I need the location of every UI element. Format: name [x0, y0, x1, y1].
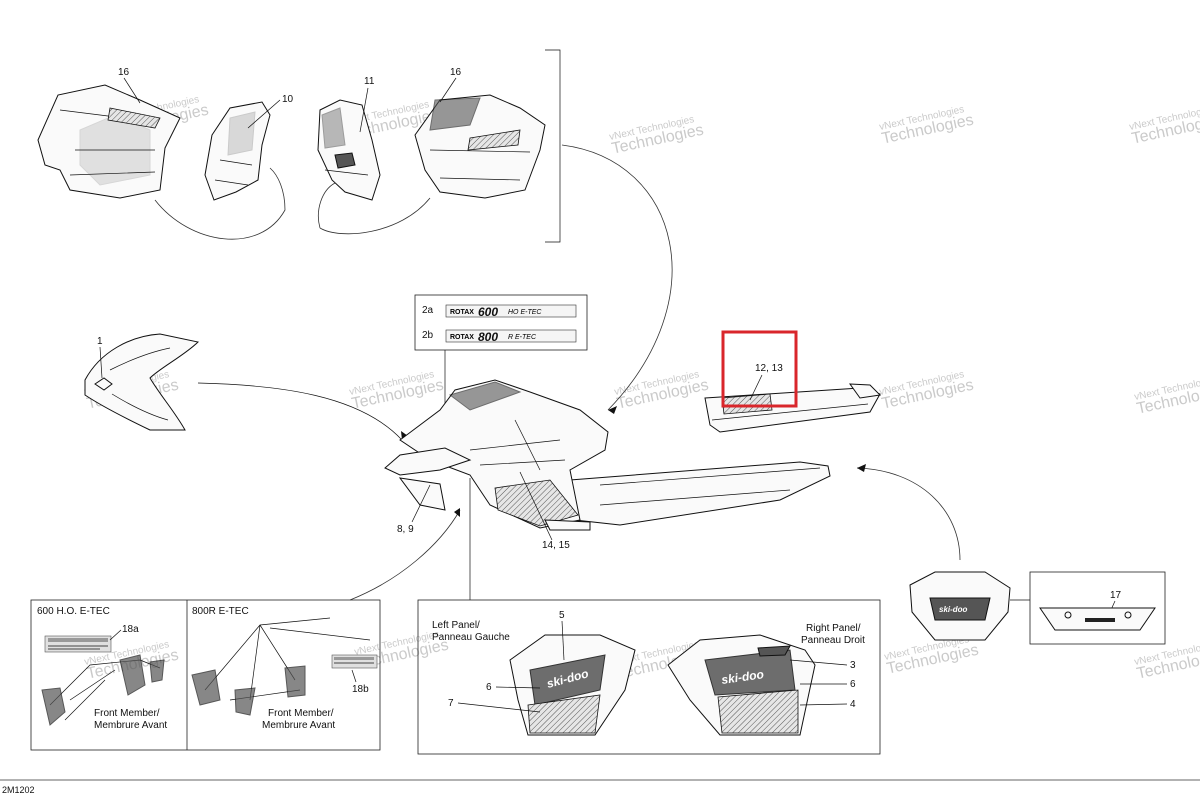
front-member-800-label-1: Front Member/ — [268, 708, 334, 719]
front-member-600[interactable] — [41, 654, 165, 726]
front-nose-decal-1[interactable] — [84, 333, 200, 431]
callout-10: 10 — [282, 94, 294, 105]
callout-4: 4 — [850, 699, 856, 710]
side-panel-left-16[interactable] — [37, 84, 181, 199]
left-side-panel[interactable]: ski-doo — [509, 634, 636, 736]
ski-doo-tail-text: ski-doo — [939, 605, 968, 614]
highlight-box — [721, 330, 798, 408]
callout-14-15: 14, 15 — [542, 540, 570, 551]
right-panel-label-2: Panneau Droit — [801, 635, 865, 646]
callout-17: 17 — [1110, 590, 1122, 601]
rotax-600-big-text: 600 — [478, 305, 498, 319]
callout-18a: 18a — [122, 624, 139, 635]
callout-6-right: 6 — [850, 679, 856, 690]
left-panel-label-1: Left Panel/ — [432, 620, 480, 631]
engine-600-title: 600 H.O. E-TEC — [37, 606, 110, 617]
side-panel-11[interactable] — [317, 99, 381, 201]
callout-2a: 2a — [422, 305, 434, 316]
rotax-800-big-text: 800 — [478, 330, 498, 344]
rotax-800-sub-text: R E-TEC — [508, 334, 537, 341]
callout-2b: 2b — [422, 330, 434, 341]
side-panel-10[interactable] — [204, 101, 271, 201]
drawing-code: 2M1202 — [2, 785, 35, 795]
engine-800-title: 800R E-TEC — [192, 606, 249, 617]
callout-8-9: 8, 9 — [397, 524, 414, 535]
front-member-800-label-2: Membrure Avant — [262, 720, 335, 731]
right-side-panel[interactable]: ski-doo — [667, 634, 816, 736]
front-member-box: 600 H.O. E-TEC 800R E-TEC 18a Front Memb… — [30, 599, 381, 751]
right-panel-label-1: Right Panel/ — [806, 623, 861, 634]
callout-18b: 18b — [352, 684, 369, 695]
callout-11: 11 — [364, 76, 375, 87]
rotax-800-small-text: ROTAX — [450, 334, 474, 341]
callout-16: 16 — [118, 67, 130, 78]
callout-12-13: 12, 13 — [755, 363, 783, 374]
callout-5: 5 — [559, 610, 565, 621]
tail-decal-17[interactable] — [1039, 607, 1156, 631]
callout-3: 3 — [850, 660, 856, 671]
callout-7: 7 — [448, 698, 454, 709]
callout-16: 16 — [450, 67, 462, 78]
tail-decal-box: 17 — [1029, 571, 1166, 645]
rotax-600-small-text: ROTAX — [450, 309, 474, 316]
top-side-panels-group: 16 10 11 16 — [37, 49, 561, 243]
rotax-800-decal[interactable]: ROTAX 800 R E-TEC — [445, 329, 577, 344]
rotax-decal-box: 2a ROTAX 600 HO E-TEC 2b ROTAX 800 R E-T… — [414, 294, 588, 418]
rear-tail-assembly[interactable]: ski-doo — [909, 571, 1011, 641]
warning-label-18b[interactable] — [331, 654, 378, 669]
front-member-600-label-2: Membrure Avant — [94, 720, 167, 731]
callout-1: 1 — [97, 336, 103, 347]
callout-6-left: 6 — [486, 682, 492, 693]
rotax-600-decal[interactable]: ROTAX 600 HO E-TEC — [445, 304, 577, 319]
ski-doo-right-text: ski-doo — [720, 667, 764, 687]
side-panel-right-16[interactable] — [414, 94, 546, 199]
front-member-800[interactable] — [191, 617, 371, 716]
group-bracket — [545, 49, 561, 243]
front-member-600-label-1: Front Member/ — [94, 708, 160, 719]
warning-label-18a[interactable] — [44, 635, 112, 653]
tunnel-decal-12-13[interactable] — [704, 383, 882, 433]
rotax-600-sub-text: HO E-TEC — [508, 309, 542, 316]
snowmobile-main-assembly[interactable] — [384, 379, 831, 531]
side-panels-box: Left Panel/ Panneau Gauche Right Panel/ … — [417, 599, 881, 755]
left-panel-label-2: Panneau Gauche — [432, 632, 510, 643]
